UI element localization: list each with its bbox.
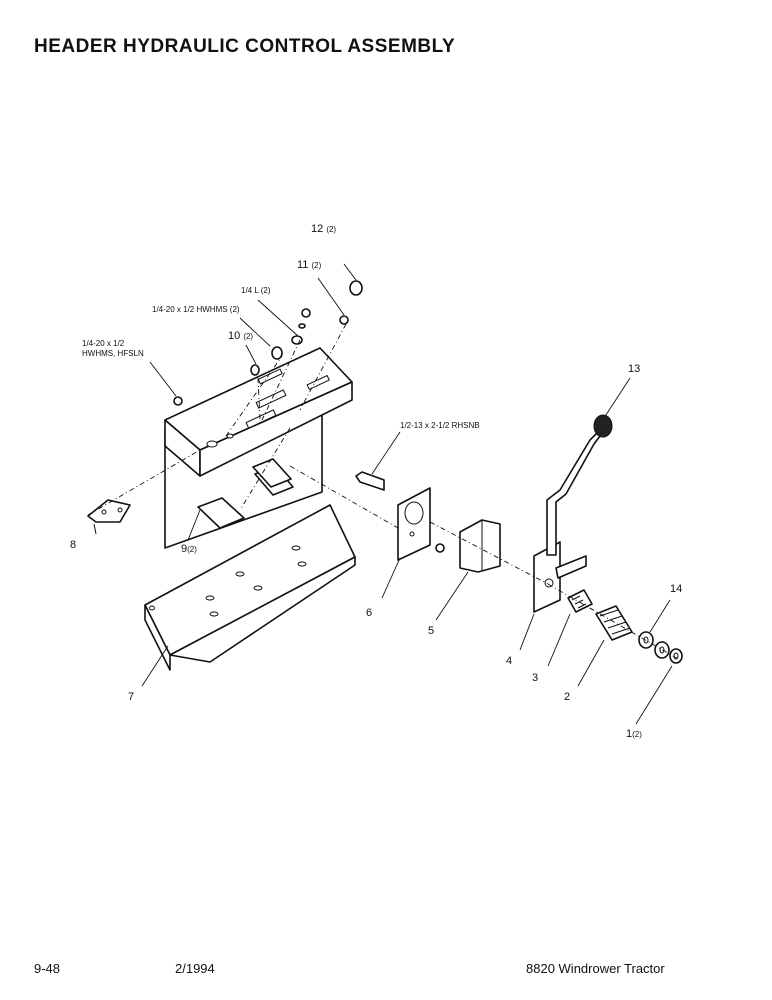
assembly-lines — [87, 323, 681, 661]
callout-4: 4 — [506, 655, 512, 667]
callout-3: 3 — [532, 672, 538, 684]
carriage-bolt — [355, 471, 385, 491]
callout-quarter-lock: 1/4 L (2) — [241, 286, 271, 295]
callout-11: 11 (2) — [297, 259, 322, 271]
part-8-bracket — [87, 499, 131, 535]
revision-date: 2/1994 — [175, 961, 215, 976]
callout-10: 10 (2) — [228, 330, 253, 342]
part-7-base-plate — [144, 504, 356, 671]
part-2-spring — [595, 605, 633, 641]
callout-8: 8 — [70, 539, 76, 551]
callout-5: 5 — [428, 625, 434, 637]
part-6-plate — [397, 487, 445, 561]
fasteners-top — [173, 280, 363, 406]
callout-hfsln-line1: 1/4-20 x 1/2 — [82, 339, 125, 348]
callout-hfsln-line2: HWHMS, HFSLN — [82, 349, 144, 358]
callout-13: 13 — [628, 363, 640, 375]
callout-12: 12 (2) — [311, 223, 336, 235]
callout-2: 2 — [564, 691, 570, 703]
callout-14: 14 — [670, 583, 682, 595]
callout-7: 7 — [128, 691, 134, 703]
part-3-spring — [567, 589, 593, 613]
callout-9: 9(2) — [181, 543, 197, 555]
part-5-guide — [459, 519, 501, 573]
washers-and-nuts — [638, 631, 683, 664]
callout-6: 6 — [366, 607, 372, 619]
manual-model: 8820 Windrower Tractor — [526, 961, 665, 976]
callout-1: 1(2) — [626, 728, 642, 740]
callout-hwhms: 1/4-20 x 1/2 HWHMS (2) — [152, 305, 240, 314]
page-title: HEADER HYDRAULIC CONTROL ASSEMBLY — [34, 36, 456, 57]
page-number: 9-48 — [34, 961, 61, 976]
callout-rhsnb: 1/2-13 x 2-1/2 RHSNB — [400, 421, 480, 430]
part-13-knob — [593, 414, 613, 438]
part-4-lever — [533, 431, 601, 613]
leader-lines — [141, 263, 673, 725]
part-9-pads — [197, 458, 294, 529]
